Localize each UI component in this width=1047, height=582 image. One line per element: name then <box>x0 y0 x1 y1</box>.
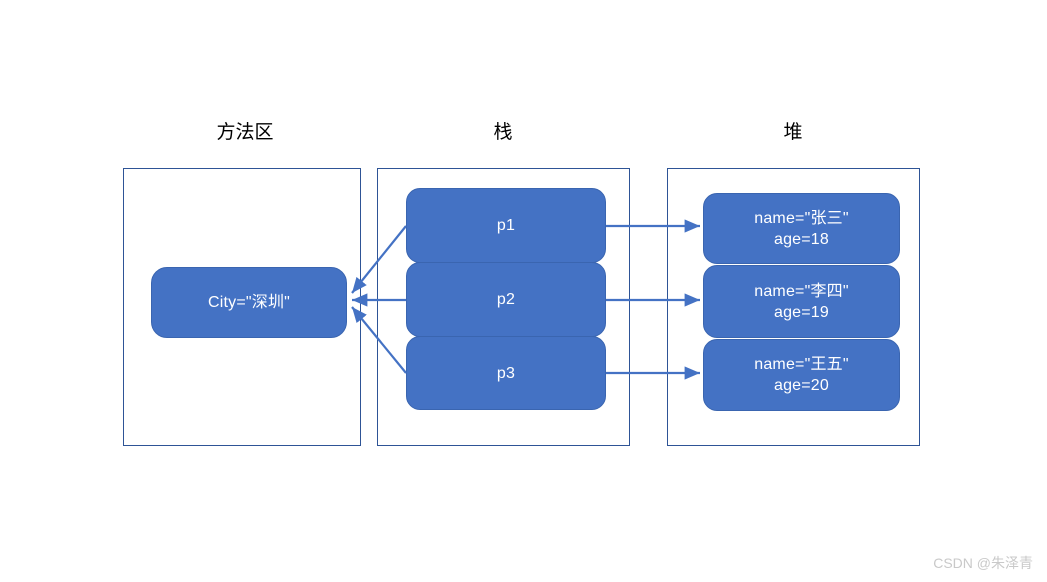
heap-box-object-2: name="李四" age=19 <box>703 265 900 338</box>
heap-box-object-3-age: age=20 <box>773 377 830 394</box>
stack-box-p3-label: p3 <box>496 364 516 382</box>
heap-title: 堆 <box>783 122 803 143</box>
method-area-box-city: City="深圳" <box>151 267 347 338</box>
heap-box-object-2-name: name="李四" <box>754 282 849 300</box>
stack-box-p3: p3 <box>406 336 606 410</box>
stack-box-p1-label: p1 <box>496 217 516 234</box>
method-area-title: 方法区 <box>216 122 274 143</box>
heap-box-object-1: name="张三" age=18 <box>703 193 900 264</box>
heap-box-object-2-age: age=19 <box>773 303 830 321</box>
method-area-box-city-label: City="深圳" <box>207 294 291 311</box>
heap-box-object-1-age: age=18 <box>773 230 830 248</box>
csdn-watermark: CSDN @朱泽青 <box>933 555 1033 571</box>
stack-box-p1: p1 <box>406 188 606 263</box>
heap-box-object-3: name="王五" age=20 <box>703 339 900 411</box>
stack-box-p2-label: p2 <box>496 291 516 308</box>
stack-box-p2: p2 <box>406 262 606 337</box>
stack-title: 栈 <box>493 122 513 143</box>
heap-box-object-1-name: name="张三" <box>754 209 849 227</box>
heap-box-object-3-name: name="王五" <box>754 356 849 373</box>
